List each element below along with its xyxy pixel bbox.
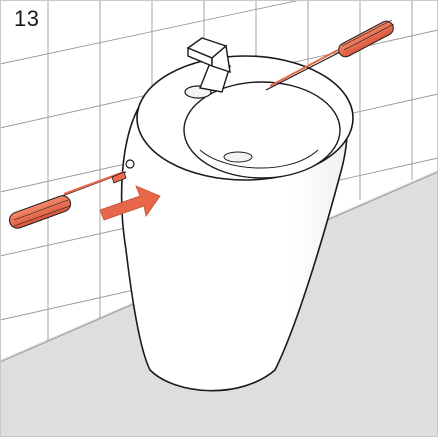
screwdriver-icon bbox=[265, 19, 395, 91]
drain bbox=[223, 151, 253, 163]
step-number: 13 bbox=[14, 6, 40, 31]
faucet bbox=[186, 37, 231, 93]
screwdriver-icon bbox=[8, 171, 127, 229]
basin-bowl bbox=[183, 81, 341, 179]
fixing-hole bbox=[125, 159, 135, 169]
pedestal-basin bbox=[120, 55, 354, 392]
arrow-icon bbox=[99, 185, 161, 221]
